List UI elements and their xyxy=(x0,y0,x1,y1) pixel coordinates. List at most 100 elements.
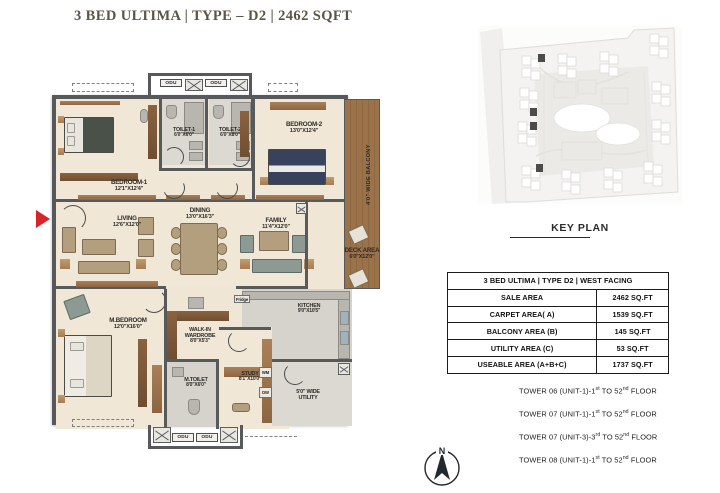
side-table xyxy=(60,259,70,269)
north-letter: N xyxy=(439,446,446,456)
wall-segment xyxy=(249,73,252,97)
sofa xyxy=(78,261,130,274)
ac-unit-icon xyxy=(230,79,248,91)
side-table xyxy=(58,148,64,155)
window-ledge xyxy=(60,101,120,105)
side-table xyxy=(58,329,65,337)
label-bedroom-1: BEDROOM-1 12'1"X12'4" xyxy=(110,179,147,193)
bed-furniture xyxy=(268,149,326,185)
tower-list-item: TOWER 06 (UNIT-1)-1st TO 52nd FLOOR xyxy=(519,386,657,396)
washing-machine-label: WM xyxy=(259,367,272,378)
wall-segment xyxy=(219,327,271,330)
dining-chair xyxy=(171,227,181,239)
label-balcony: 4'0" WIDE BALCONY xyxy=(366,144,372,205)
wardrobe-unit xyxy=(60,173,138,181)
row-value: 53 SQ.FT xyxy=(596,339,669,357)
floor-plan-drawing: ODU ODU BEDROOM-1 12'1"X12'4" xyxy=(0,55,420,465)
key-plan-svg xyxy=(478,26,682,204)
page-title: 3 BED ULTIMA | TYPE – D2 | 2462 SQFT xyxy=(74,8,353,24)
tower-list-item: TOWER 08 (UNIT-1)-1st TO 52nd FLOOR xyxy=(519,454,657,465)
odu-label-bottom-2: ODU xyxy=(196,433,218,442)
label-master-bedroom: M.BEDROOM 12'0"X16'0" xyxy=(109,317,147,331)
pillow xyxy=(70,379,84,388)
study-desk xyxy=(224,367,272,377)
row-value: 145 SQ.FT xyxy=(596,322,669,341)
wardrobe-unit xyxy=(240,111,249,157)
balcony-deck xyxy=(344,99,380,289)
wall-segment xyxy=(305,202,308,286)
wall-segment xyxy=(205,99,208,171)
ac-unit-icon xyxy=(220,427,238,443)
study-chair xyxy=(232,403,250,412)
shower-area xyxy=(184,102,204,134)
key-plan-title: KEY PLAN xyxy=(551,222,609,234)
ac-unit-icon xyxy=(296,203,307,214)
area-specification-table: 3 BED ULTIMA | TYPE D2 | WEST FACING SAL… xyxy=(446,272,669,374)
armchair xyxy=(240,235,254,253)
dining-chair xyxy=(217,243,227,255)
wash-basin xyxy=(172,367,184,377)
wall-segment xyxy=(148,425,151,449)
table-header: 3 BED ULTIMA | TYPE D2 | WEST FACING xyxy=(447,272,669,290)
vanity-counter xyxy=(189,141,203,150)
kitchen-counter xyxy=(338,299,350,359)
row-label: BALCONY AREA (B) xyxy=(446,322,598,341)
wc-fixture xyxy=(166,105,177,119)
row-label: UTILITY AREA (C) xyxy=(446,339,598,357)
wall-segment xyxy=(240,425,243,449)
door-swing xyxy=(228,330,250,352)
dining-chair xyxy=(171,259,181,271)
mirror-unit xyxy=(188,297,204,309)
odu-label-top-1: ODU xyxy=(160,79,182,87)
label-kitchen: KITCHEN 9'0"X10'5" xyxy=(297,303,321,315)
row-label: SALE AREA xyxy=(446,288,598,307)
entry-direction-marker xyxy=(36,210,50,228)
label-dining: DINING 13'0"X16'3" xyxy=(185,207,215,221)
side-table xyxy=(240,259,250,269)
north-arrow-icon: N xyxy=(419,443,465,489)
tower-list-item: TOWER 07 (UNIT-3)-3rd TO 52nd FLOOR xyxy=(519,431,658,442)
projection-outline xyxy=(72,419,134,427)
wood-trim xyxy=(76,281,158,287)
wall-segment xyxy=(148,73,151,97)
fridge-label: Fridge xyxy=(234,295,250,303)
key-plan-underline xyxy=(510,237,590,238)
row-value: 1737 SQ.FT xyxy=(596,355,669,374)
label-utility: 5'0" WIDE UTILITY xyxy=(296,389,320,402)
odu-label-top-2: ODU xyxy=(205,79,227,87)
wall-segment xyxy=(148,446,243,449)
vanity-counter xyxy=(189,152,203,161)
wardrobe-unit xyxy=(167,311,229,321)
wardrobe-unit xyxy=(270,102,326,110)
wall-segment xyxy=(164,289,167,431)
projection-outline xyxy=(268,83,298,92)
table-row: USEABLE AREA (A+B+C) 1737 SQ.FT xyxy=(446,355,669,374)
wall-segment xyxy=(56,199,352,202)
coffee-table xyxy=(259,231,289,251)
wall-segment xyxy=(252,99,255,199)
label-master-toilet: M.TOILET 8'0"X6'0" xyxy=(184,377,208,389)
wc-fixture xyxy=(213,105,224,119)
label-walk-in-wardrobe: WALK-IN WARDROBE 8'0"X5'3" xyxy=(184,327,216,345)
side-table xyxy=(136,259,146,269)
side-table xyxy=(58,395,65,403)
side-table xyxy=(58,116,64,123)
wall-segment xyxy=(159,99,162,171)
wall-segment xyxy=(167,359,219,362)
pillow xyxy=(67,123,75,133)
dining-chair xyxy=(217,259,227,271)
row-value: 2462 SQ.FT xyxy=(596,288,669,307)
wall-segment xyxy=(159,168,208,171)
sofa xyxy=(252,259,302,273)
ac-unit-icon xyxy=(338,363,350,375)
label-family: FAMILY 11'4"X12'0" xyxy=(262,217,290,231)
dishwasher-label: DW xyxy=(259,387,272,398)
armchair xyxy=(138,217,154,235)
wood-trim xyxy=(256,195,324,200)
door-swing xyxy=(164,147,184,167)
projection-outline xyxy=(245,431,297,437)
wall-segment xyxy=(272,359,352,362)
highlighted-tower-marker xyxy=(530,54,545,172)
wall-segment xyxy=(208,168,254,171)
